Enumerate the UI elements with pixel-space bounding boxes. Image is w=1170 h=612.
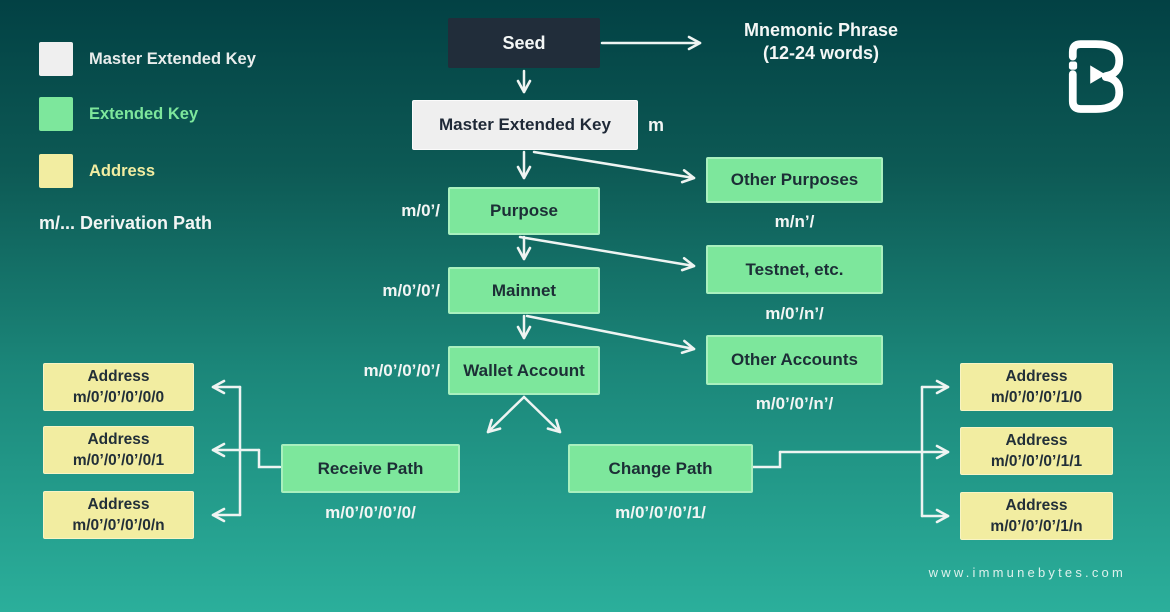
node-purpose: Purpose <box>448 187 600 235</box>
address-path: m/0’/0’/0’/1/n <box>990 518 1083 535</box>
node-seed: Seed <box>448 18 600 68</box>
address-path: m/0’/0’/0’/1/0 <box>990 389 1083 406</box>
mnemonic-line-2: (12-24 words) <box>762 43 880 63</box>
legend-swatch-master-extended-key <box>39 42 73 76</box>
node-wallet-account: Wallet Account <box>448 346 600 395</box>
address-path: m/0’/0’/0’/1/1 <box>990 453 1083 470</box>
legend-item-extended-key: Extended Key <box>39 97 198 131</box>
address-box-change-1: Address m/0’/0’/0’/1/1 <box>960 427 1113 475</box>
address-box-receive-2: Address m/0’/0’/0’/0/n <box>43 491 194 539</box>
legend-swatch-address <box>39 154 73 188</box>
node-receive-path: Receive Path <box>281 444 460 493</box>
path-label-master-extended-key: m <box>648 115 665 135</box>
path-label-mainnet: m/0’/0’/ <box>382 281 440 300</box>
logo-i-dot <box>1068 61 1078 70</box>
path-label-receive-path: m/0’/0’/0’/0/ <box>325 503 416 522</box>
address-path: m/0’/0’/0’/0/1 <box>72 452 165 469</box>
path-label-wallet-account: m/0’/0’/0’/ <box>363 361 440 380</box>
node-other-accounts: Other Accounts <box>706 335 883 385</box>
arrow-purpose-to-testnet <box>518 235 696 272</box>
legend-label: Address <box>89 161 156 180</box>
address-title: Address <box>1005 497 1068 514</box>
address-title: Address <box>1005 432 1068 449</box>
address-title: Address <box>87 496 150 513</box>
legend-label: Master Extended Key <box>89 49 256 68</box>
path-label-other-purposes: m/n’/ <box>774 212 815 231</box>
path-label-purpose: m/0’/ <box>401 201 440 220</box>
address-box-change-0: Address m/0’/0’/0’/1/0 <box>960 363 1113 411</box>
receive-branch-stem <box>257 448 282 469</box>
legend-label: Extended Key <box>89 104 199 123</box>
address-box-change-2: Address m/0’/0’/0’/1/n <box>960 492 1113 540</box>
address-path: m/0’/0’/0’/0/0 <box>72 389 165 406</box>
legend-derivation-note: m/... Derivation Path <box>39 213 213 233</box>
mnemonic-line-1: Mnemonic Phrase <box>743 20 899 40</box>
path-label-testnet: m/0’/n’/ <box>765 304 824 323</box>
path-label-other-accounts: m/0’/0’/n’/ <box>755 394 834 413</box>
logo-play-triangle <box>1090 65 1106 84</box>
node-master-extended-key: Master Extended Key <box>412 100 638 150</box>
arrow-wallet-to-receive <box>486 395 526 434</box>
address-title: Address <box>87 431 150 448</box>
address-title: Address <box>1005 368 1068 385</box>
arrow-mainnet-to-other-accounts <box>525 314 696 355</box>
path-label-change-path: m/0’/0’/0’/1/ <box>615 503 706 522</box>
legend-item-address: Address <box>39 154 155 188</box>
node-other-purposes: Other Purposes <box>706 157 883 203</box>
address-title: Address <box>87 368 150 385</box>
address-box-receive-1: Address m/0’/0’/0’/0/1 <box>43 426 194 474</box>
website-url: www.immunebytes.com <box>928 565 1126 580</box>
address-path: m/0’/0’/0’/0/n <box>72 517 165 534</box>
address-box-receive-0: Address m/0’/0’/0’/0/0 <box>43 363 194 411</box>
node-change-path: Change Path <box>568 444 753 493</box>
legend-item-master-extended-key: Master Extended Key <box>39 42 256 76</box>
node-mainnet: Mainnet <box>448 267 600 314</box>
change-branch-stem <box>751 450 782 469</box>
mnemonic-phrase-note: Mnemonic Phrase (12-24 words) <box>713 19 929 65</box>
immunebytes-logo-icon <box>1068 40 1124 113</box>
node-testnet: Testnet, etc. <box>706 245 883 294</box>
legend-swatch-extended-key <box>39 97 73 131</box>
arrow-mek-to-other-purposes <box>532 150 696 184</box>
arrow-wallet-to-change <box>522 395 562 434</box>
